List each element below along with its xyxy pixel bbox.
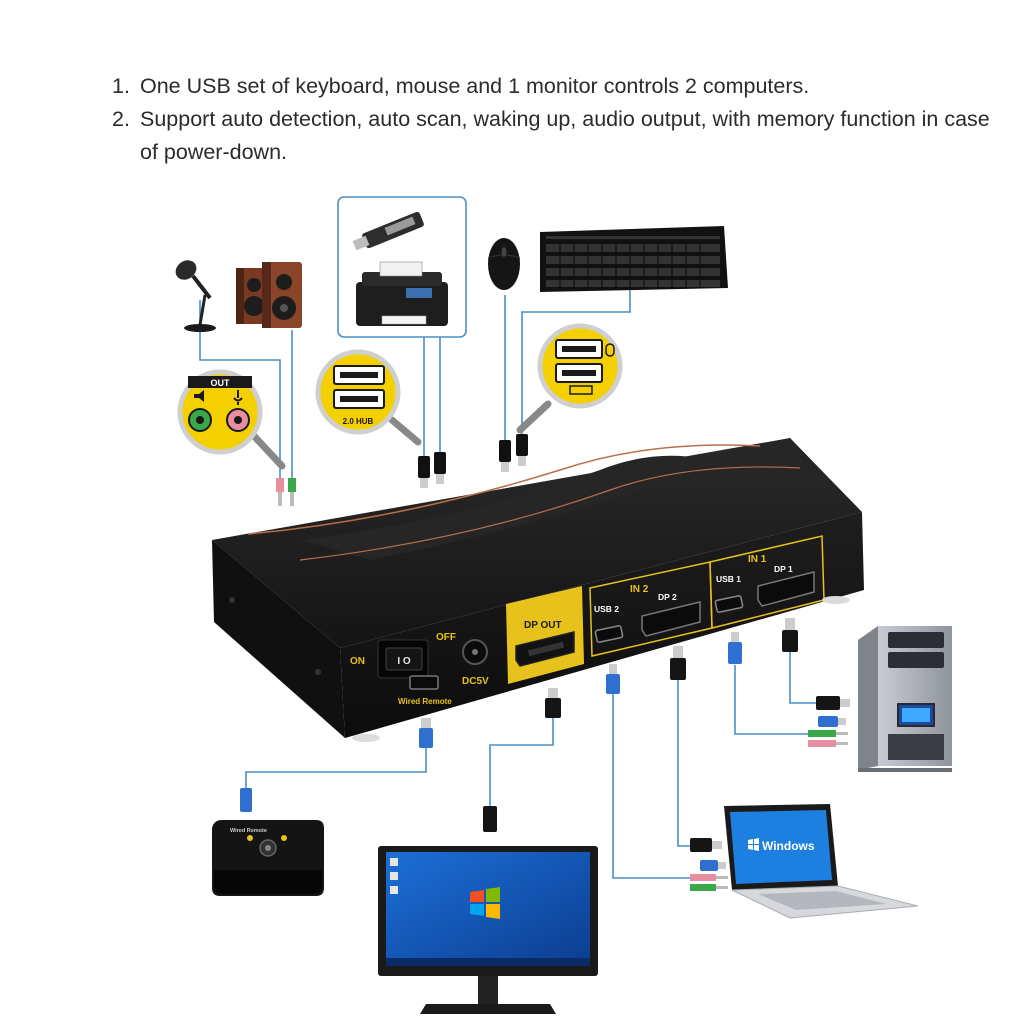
laptop-brand: Windows	[762, 839, 815, 853]
feature-number: 2.	[112, 107, 130, 131]
usb-plug-3	[499, 440, 511, 472]
desktop-tower-icon	[808, 626, 952, 772]
laptop-icon: Windows	[690, 804, 919, 919]
pc-plugs	[808, 696, 850, 747]
dp1-label: DP 1	[774, 564, 793, 574]
kvm-switch: ON OFF I O DC5V Wired Remote DP OUT IN 2…	[212, 438, 864, 742]
windows-logo-icon	[470, 887, 500, 919]
power-on-label: ON	[350, 656, 365, 667]
speakers-icon	[236, 262, 302, 328]
feature-text: One USB set of keyboard, mouse and 1 mon…	[140, 74, 810, 98]
dp-out-port[interactable]	[515, 631, 575, 667]
usb-plug-2	[434, 452, 446, 484]
audio-out-label: OUT	[211, 378, 231, 388]
dc-power-jack[interactable]	[462, 639, 488, 665]
keyboard-icon	[540, 226, 728, 292]
usb2-port[interactable]	[594, 625, 624, 643]
dp-out-label: DP OUT	[524, 620, 562, 631]
speaker-symbol-icon	[194, 390, 204, 402]
power-off-label: OFF	[436, 632, 456, 643]
mouse-icon	[487, 238, 521, 290]
top-cable-plugs	[276, 434, 528, 506]
pc-usb-cable	[734, 665, 818, 735]
laptop-plugs	[690, 838, 728, 891]
in1-label: IN 1	[748, 554, 767, 565]
bottom-cable-plugs	[419, 618, 798, 748]
power-switch-symbols: I O	[397, 656, 411, 667]
feature-list: 1. One USB set of keyboard, mouse and 1 m…	[112, 70, 992, 169]
kbm-usb-magnifier	[516, 323, 623, 434]
usb-flash-drive-icon	[352, 211, 424, 251]
monitor-cable	[489, 715, 554, 810]
kvm-left-side	[212, 540, 345, 738]
keyboard-symbol-icon	[569, 385, 593, 395]
laptop-usb-cable	[612, 690, 700, 879]
usb-hub-label: 2.0 HUB	[343, 417, 374, 426]
audio-plug-green	[288, 478, 296, 506]
dp2-port[interactable]	[641, 601, 701, 637]
wired-remote-device: Wired Remote	[212, 788, 324, 896]
usb-hub-magnifier: 2.0 HUB	[315, 349, 422, 446]
feature-text: Support auto detection, auto scan, wakin…	[140, 107, 990, 164]
wired-remote-label: Wired Remote	[398, 697, 452, 706]
printer-icon	[356, 261, 448, 326]
microphone-symbol-icon	[233, 390, 243, 405]
audio-plug-pink	[276, 478, 284, 506]
usb-plug-1	[418, 456, 430, 488]
usb1-plug	[728, 632, 742, 664]
pc-dp-cable	[789, 650, 816, 704]
remote-cable	[245, 745, 427, 792]
feature-item-1: 1. One USB set of keyboard, mouse and 1 m…	[112, 70, 992, 103]
audio-port-magnifier: OUT	[177, 369, 286, 470]
keyboard-cable	[521, 290, 631, 440]
remote-plug	[419, 718, 433, 748]
dp1-port[interactable]	[757, 571, 815, 607]
feature-number: 1.	[112, 74, 130, 98]
kvm-top-surface	[212, 438, 862, 648]
dc-label: DC5V	[462, 676, 489, 687]
usb-plug-4	[516, 434, 528, 466]
usb2-label: USB 2	[594, 604, 619, 614]
usb1-port[interactable]	[714, 595, 744, 613]
in2-label: IN 2	[630, 584, 649, 595]
dp2-label: DP 2	[658, 592, 677, 602]
dp-out-plug	[545, 688, 561, 718]
usb1-label: USB 1	[716, 574, 741, 584]
remote-label: Wired Remote	[230, 828, 267, 834]
power-switch[interactable]: I O	[377, 639, 429, 679]
laptop-dp-cable	[677, 680, 690, 847]
microphone-icon	[175, 260, 216, 332]
dp1-plug	[782, 618, 798, 652]
monitor-icon	[378, 806, 598, 1014]
kvm-front-panel	[340, 512, 864, 738]
usb2-plug	[606, 664, 620, 694]
wired-remote-port[interactable]	[409, 675, 439, 690]
mouse-symbol-icon	[605, 343, 615, 357]
feature-item-2: 2. Support auto detection, auto scan, wak…	[112, 103, 992, 169]
dp2-plug	[670, 646, 686, 680]
